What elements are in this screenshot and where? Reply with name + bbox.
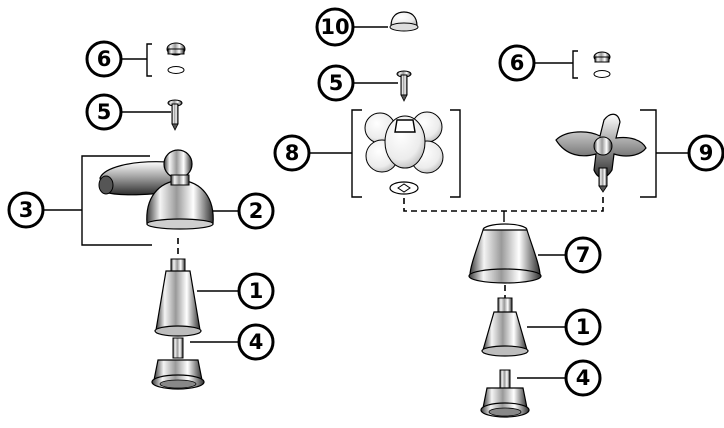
valve-stem-left [151, 337, 205, 390]
callout-10: 10 [315, 7, 388, 47]
escutcheon-dome [468, 223, 542, 284]
callout-5-mid: 5 [317, 64, 398, 102]
callout-5-left: 5 [85, 93, 171, 131]
callout-label: 9 [699, 141, 714, 165]
index-cap [389, 11, 419, 32]
callout-2-left: 2 [212, 192, 275, 230]
callout-label: 7 [576, 243, 591, 267]
callout-label: 4 [249, 330, 264, 354]
callout-4-left: 4 [190, 323, 275, 361]
callout-7: 7 [538, 236, 602, 274]
callout-label: 1 [249, 279, 264, 303]
callout-label: 3 [19, 198, 34, 222]
callout-label: 6 [97, 47, 112, 71]
callout-9: 9 [656, 134, 724, 172]
callout-label: 5 [329, 71, 344, 95]
alignment-dashed-line [403, 196, 604, 212]
chrome-cross-handle [555, 109, 657, 198]
seat-button-part-right [572, 50, 611, 79]
callout-6-left: 6 [85, 40, 147, 78]
callout-label: 2 [249, 199, 264, 223]
valve-stem-right [480, 369, 530, 418]
callout-3-left: 3 [7, 191, 82, 229]
callout-label: 10 [320, 15, 349, 39]
callout-label: 4 [576, 366, 591, 390]
seat-button-part-left [146, 42, 186, 77]
callout-label: 5 [97, 100, 112, 124]
cartridge-left [154, 258, 202, 337]
callout-8: 8 [273, 134, 352, 172]
handle-screw-mid [396, 70, 412, 102]
callout-label: 1 [576, 315, 591, 339]
callout-4-right: 4 [517, 359, 602, 397]
callout-label: 6 [510, 51, 525, 75]
callout-6-right: 6 [498, 44, 573, 82]
callout-1-left: 1 [197, 272, 275, 310]
handle-screw-left [167, 99, 183, 131]
callout-1-right: 1 [527, 308, 602, 346]
callout-label: 8 [285, 141, 300, 165]
lever-handle-left [81, 149, 214, 246]
porcelain-cross-handle [351, 109, 461, 198]
cartridge-right [481, 297, 529, 357]
